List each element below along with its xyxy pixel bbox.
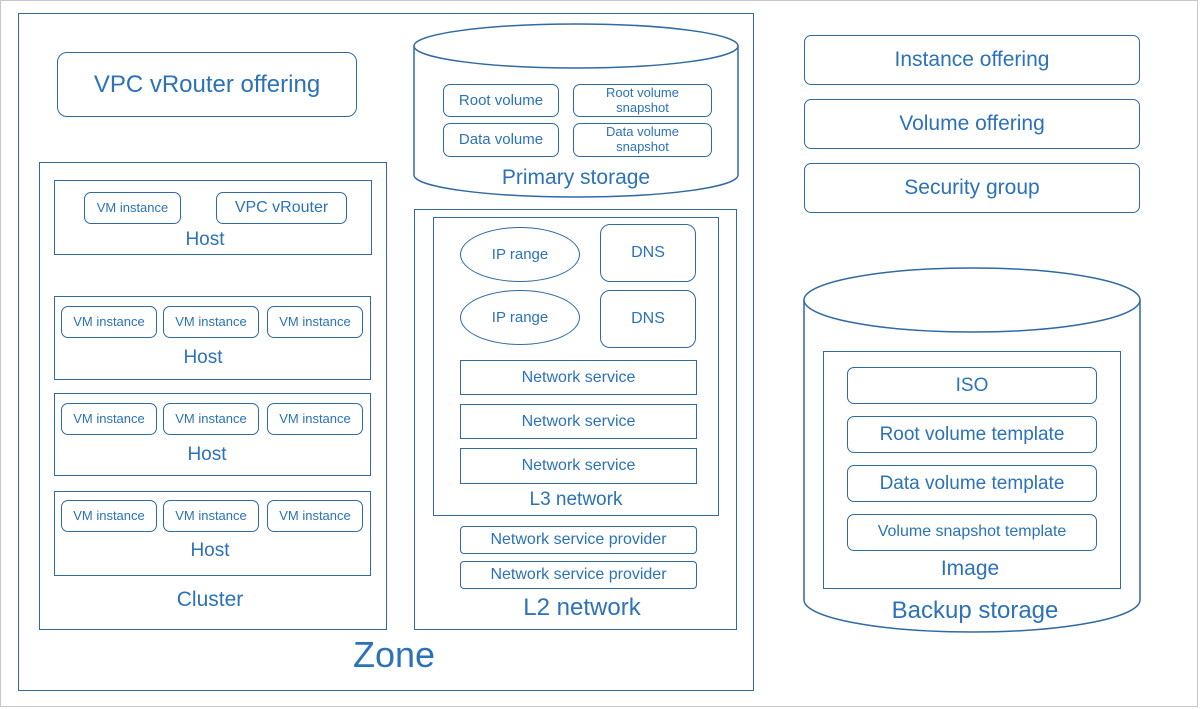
ip-range: IP range <box>460 290 580 345</box>
data-volume: Data volume <box>443 123 559 157</box>
data-volume-snapshot: Data volume snapshot <box>573 123 712 157</box>
vm-instance: VM instance <box>163 306 259 338</box>
l2-network-label: L2 network <box>523 594 641 621</box>
dns: DNS <box>600 290 696 348</box>
volume-snapshot-template: Volume snapshot template <box>847 514 1097 551</box>
host-label: Host <box>183 347 223 368</box>
vm-instance: VM instance <box>84 192 181 224</box>
vm-instance: VM instance <box>61 306 157 338</box>
vm-instance: VM instance <box>163 500 259 532</box>
network-service-provider: Network service provider <box>460 526 697 554</box>
vm-instance: VM instance <box>61 500 157 532</box>
vpc-vrouter: VPC vRouter <box>216 192 347 224</box>
zone-label: Zone <box>352 634 436 675</box>
vm-instance: VM instance <box>267 306 363 338</box>
primary-storage-label: Primary storage <box>501 166 651 189</box>
dns: DNS <box>600 224 696 282</box>
vm-instance: VM instance <box>61 403 157 435</box>
network-service: Network service <box>460 360 697 395</box>
volume-offering: Volume offering <box>804 99 1140 149</box>
security-group: Security group <box>804 163 1140 213</box>
network-service-provider: Network service provider <box>460 561 697 589</box>
l3-network-label: L3 network <box>529 489 623 510</box>
cluster-label: Cluster <box>176 588 244 611</box>
network-service: Network service <box>460 448 697 484</box>
instance-offering: Instance offering <box>804 35 1140 85</box>
network-service: Network service <box>460 404 697 439</box>
root-volume-snapshot: Root volume snapshot <box>573 84 712 117</box>
root-volume-template: Root volume template <box>847 416 1097 453</box>
backup-storage-label: Backup storage <box>891 597 1059 624</box>
data-volume-template: Data volume template <box>847 465 1097 502</box>
iso: ISO <box>847 367 1097 404</box>
vm-instance: VM instance <box>267 500 363 532</box>
host-label: Host <box>185 229 225 250</box>
root-volume: Root volume <box>443 84 559 117</box>
vm-instance: VM instance <box>267 403 363 435</box>
image-label: Image <box>940 557 1000 580</box>
vm-instance: VM instance <box>163 403 259 435</box>
vpc-vrouter-offering: VPC vRouter offering <box>57 52 357 117</box>
host-label: Host <box>190 540 230 561</box>
host-label: Host <box>187 444 227 465</box>
ip-range: IP range <box>460 227 580 282</box>
